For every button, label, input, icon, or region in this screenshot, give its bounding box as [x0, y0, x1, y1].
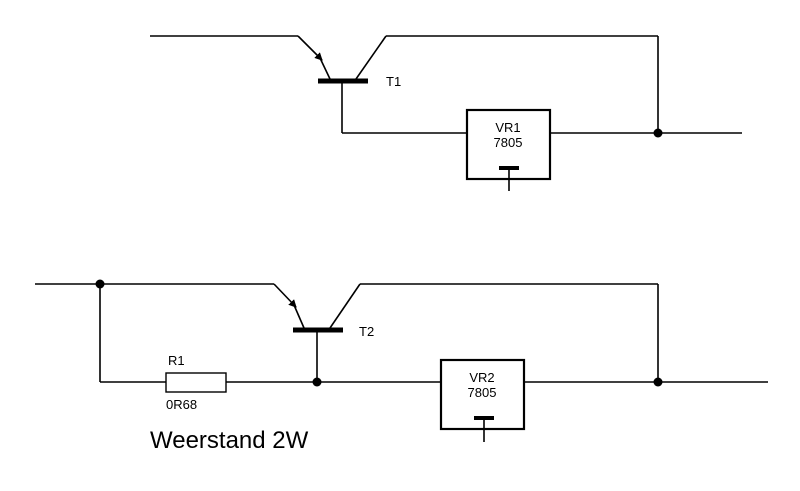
- vr2-type-label: 7805: [468, 385, 497, 400]
- r1-value-label: 0R68: [166, 397, 197, 412]
- resistor-caption: Weerstand 2W: [150, 427, 309, 454]
- junction-dot-top: [653, 128, 663, 138]
- t2-label: T2: [359, 324, 374, 339]
- t2-emitter-lead: [293, 304, 305, 329]
- t1-collector: [355, 35, 387, 80]
- circuit-bottom: T2 R1 0R68 VR2 7805 Weerstand 2W: [35, 279, 768, 454]
- resistor-r1: [165, 372, 227, 393]
- t2-emitter: [273, 283, 297, 308]
- vr2-name-label: VR2: [469, 370, 494, 385]
- r1-name-label: R1: [168, 353, 185, 368]
- t1-label: T1: [386, 74, 401, 89]
- t2-collector: [329, 283, 361, 329]
- t1-emitter: [297, 35, 323, 61]
- junction-dot-output: [653, 377, 663, 387]
- vr1-type-label: 7805: [494, 135, 523, 150]
- circuit-top: T1 VR1 7805: [150, 35, 742, 191]
- vr1-name-label: VR1: [495, 120, 520, 135]
- t1-emitter-lead: [319, 57, 331, 80]
